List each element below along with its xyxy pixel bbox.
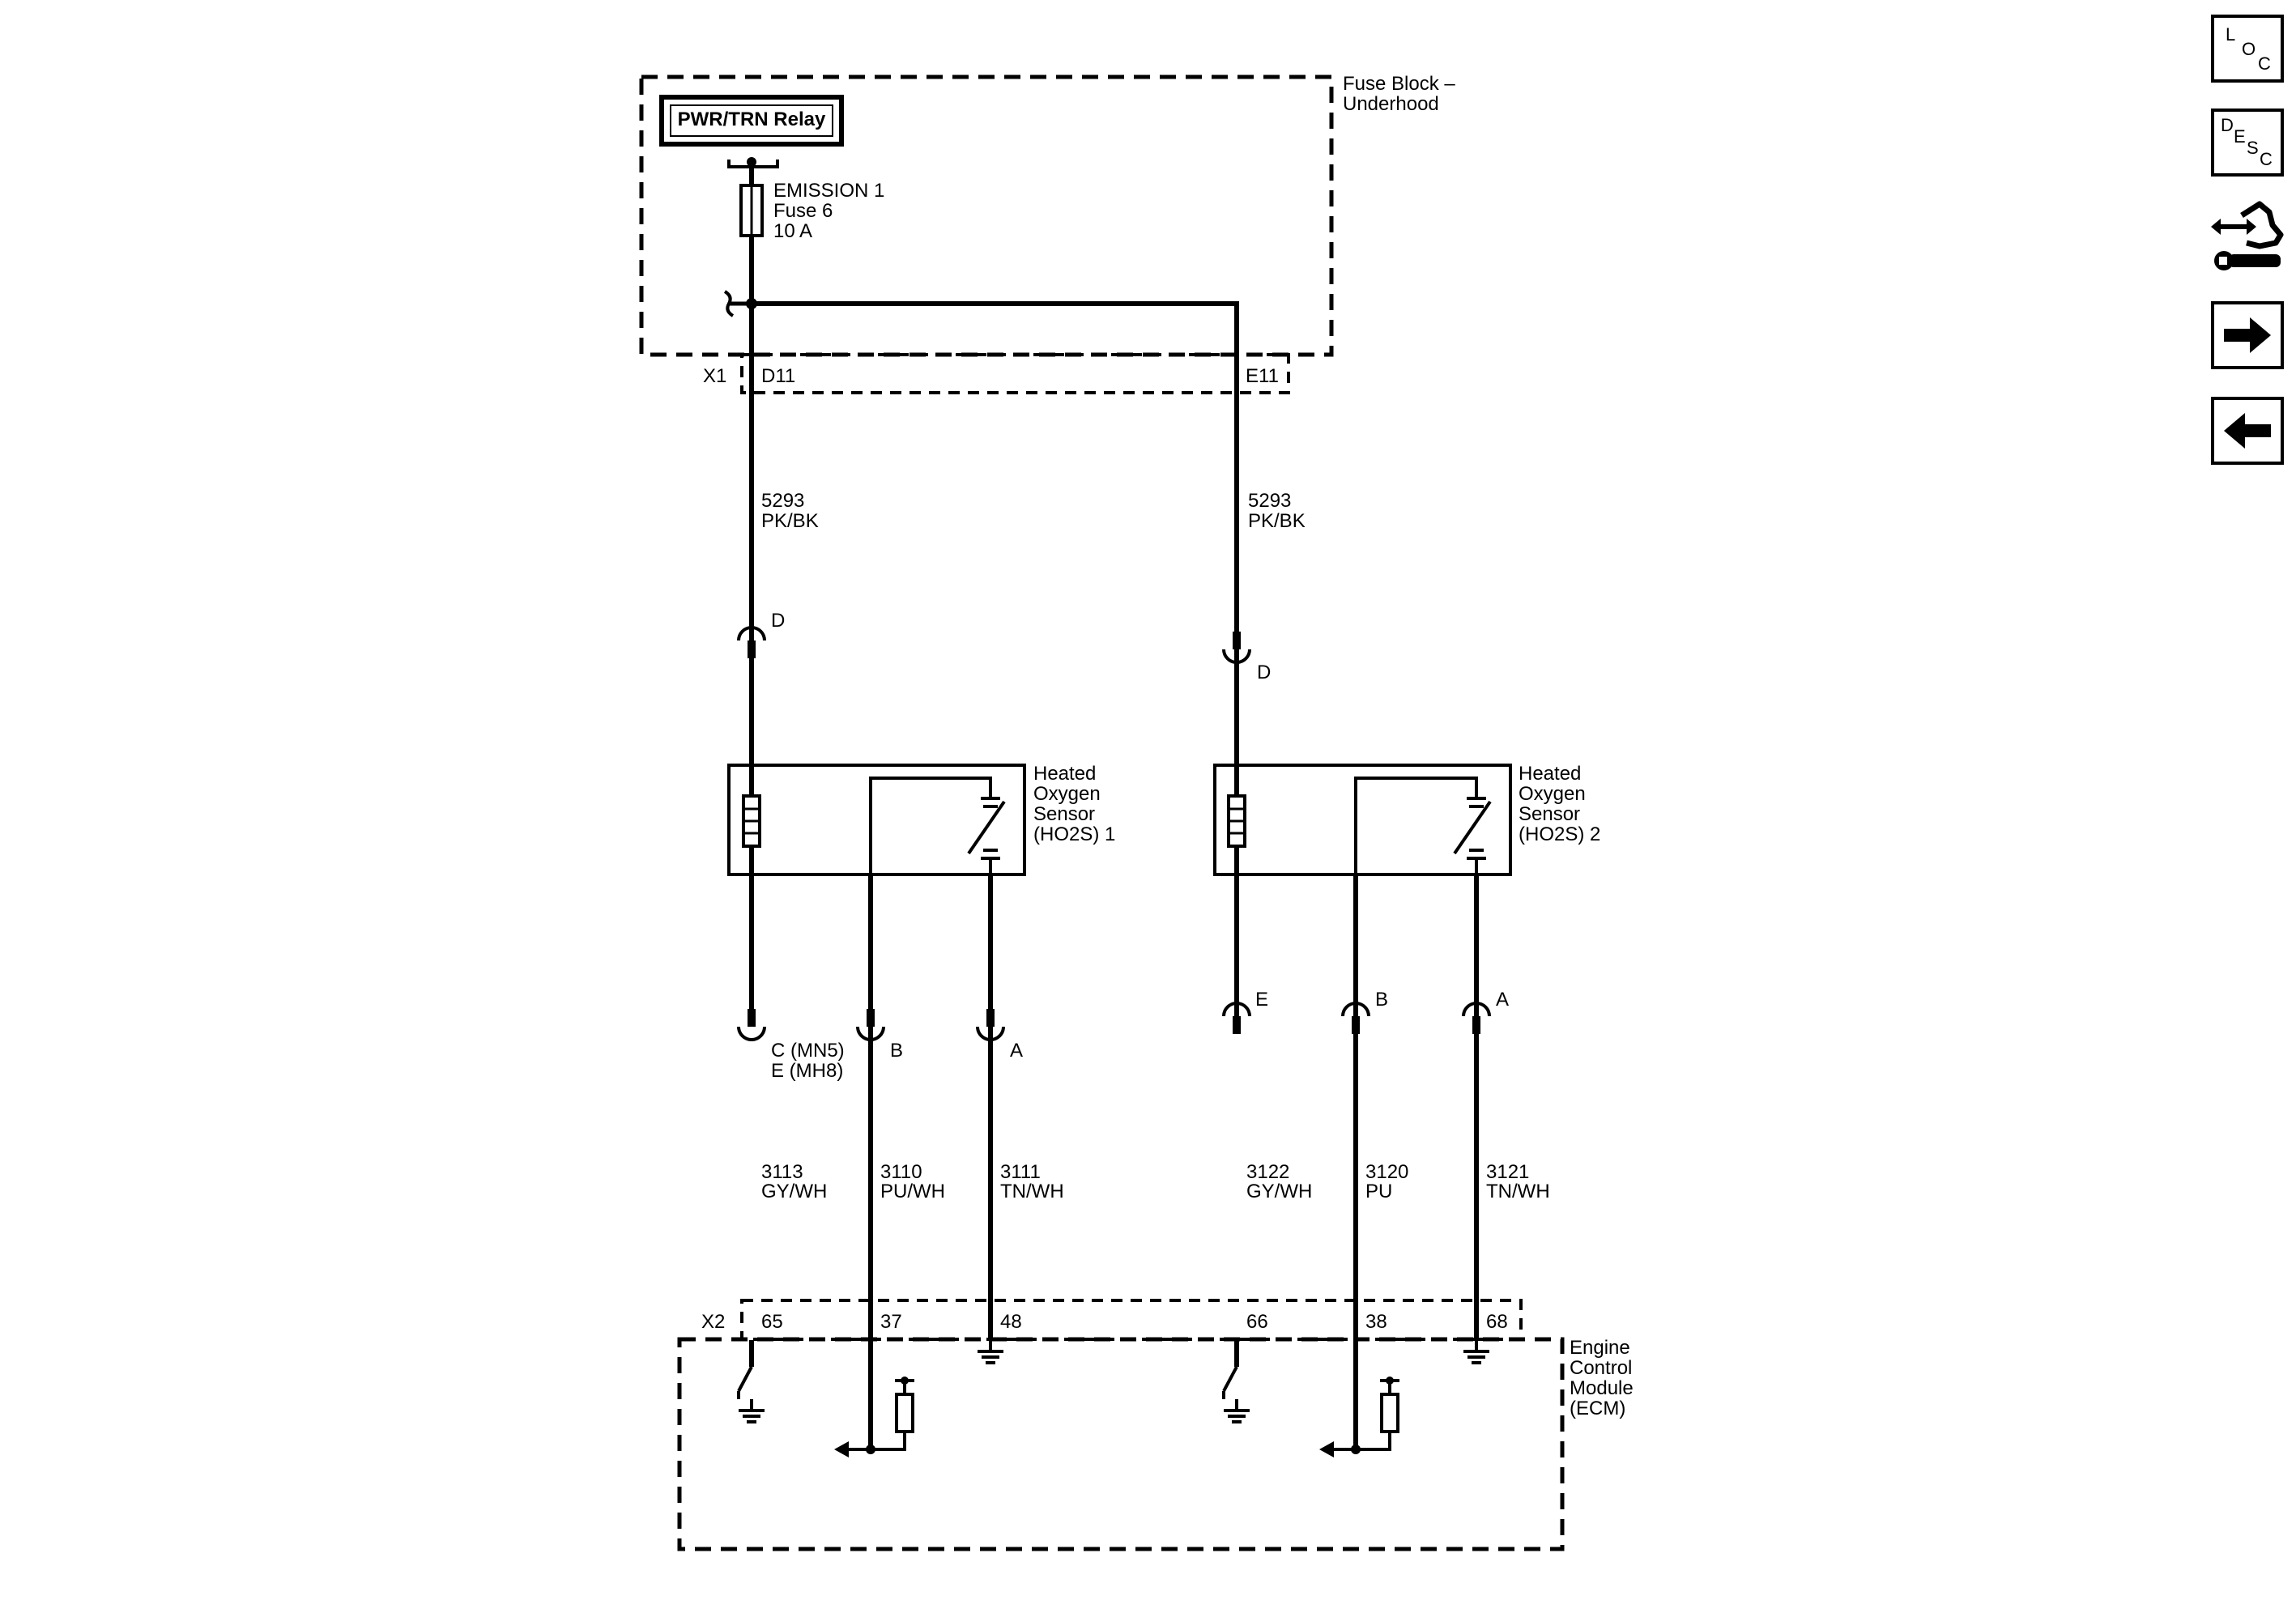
fuse-number: Fuse 6 [773, 200, 833, 222]
ground-icon [1222, 1398, 1251, 1423]
next-arrow-icon [2224, 317, 2271, 353]
ecm-pin-68: 68 [1486, 1311, 1508, 1333]
fuse-block-underhood: Fuse Block – Underhood PWR/TRN Relay EMI… [639, 73, 1455, 1016]
supply-wire-2-circuit: 5293 [1248, 490, 1291, 512]
sensor2-supply-connector: D [1222, 632, 1271, 683]
sensor2-signal-pin: B [1375, 989, 1388, 1011]
fuse-block-title-line2: Underhood [1343, 93, 1439, 115]
loc-button[interactable]: L O C [2211, 15, 2284, 83]
desc-letter-d: D [2221, 115, 2234, 135]
loc-letter-c: C [2258, 53, 2271, 74]
wire-3122-circuit: 3122 [1246, 1161, 1289, 1183]
pwr-trn-relay: PWR/TRN Relay [659, 95, 844, 147]
supply-wire-1-color: PK/BK [761, 510, 819, 532]
wire-3121-circuit: 3121 [1486, 1161, 1529, 1183]
sensor2-name-line3: Sensor [1519, 803, 1580, 825]
ecm-pin-38: 38 [1365, 1311, 1387, 1333]
ecm-name-line2: Control [1570, 1357, 1632, 1379]
supply-wire-2-color: PK/BK [1248, 510, 1306, 532]
previous-arrow-icon [2224, 413, 2271, 449]
sensor1-name-line2: Oxygen [1033, 783, 1101, 805]
sensor1-lower-connectors [737, 1009, 1005, 1041]
sensor2-name-line1: Heated [1519, 763, 1581, 785]
ground-icon [1462, 1338, 1491, 1364]
x2-connector: X2 65 37 48 66 38 68 [701, 1299, 1523, 1341]
previous-page-button[interactable] [2211, 397, 2284, 465]
ecm-bias-resistor-1 [895, 1393, 914, 1433]
sensor1-supply-pin: D [771, 610, 785, 632]
ground-icon [976, 1338, 1005, 1364]
sensor1-supply-connector: D [737, 610, 785, 658]
wire-3122-color: GY/WH [1246, 1181, 1312, 1202]
sensor1-heater-pin: C (MN5) [771, 1040, 845, 1062]
fuse-rating: 10 A [773, 220, 812, 242]
ecm-name-line4: (ECM) [1570, 1398, 1625, 1419]
sensor2-heater-pin: E [1255, 989, 1268, 1011]
wire-3120-circuit: 3120 [1365, 1161, 1408, 1183]
x2-label: X2 [701, 1311, 725, 1333]
sensor1-name-line4: (HO2S) 1 [1033, 823, 1115, 845]
sensor2-supply-pin: D [1257, 662, 1271, 683]
heated-oxygen-sensor-1 [727, 764, 1026, 876]
next-page-button[interactable] [2211, 301, 2284, 369]
ground-icon [737, 1398, 766, 1423]
sensor1-signal-pin: B [890, 1040, 903, 1062]
sensor1-name-line3: Sensor [1033, 803, 1095, 825]
sensor2-lower-connectors [1222, 1002, 1491, 1034]
ecm-pin-66: 66 [1246, 1311, 1268, 1333]
sensor1-low-pin: A [1010, 1040, 1023, 1062]
fuse-block-title-line1: Fuse Block – [1343, 73, 1455, 95]
ecm-name-line3: Module [1570, 1377, 1634, 1399]
pin-e11-label: E11 [1246, 365, 1279, 387]
desc-letter-c: C [2260, 149, 2273, 169]
ecm-pin-48: 48 [1000, 1311, 1022, 1333]
wire-3121-color: TN/WH [1486, 1181, 1550, 1202]
engine-control-module [677, 1337, 1565, 1551]
loc-letter-o: O [2242, 39, 2256, 59]
sensor2-name-line2: Oxygen [1519, 783, 1586, 805]
ecm-name-line1: Engine [1570, 1337, 1630, 1359]
sensor1-name-line1: Heated [1033, 763, 1096, 785]
ecm-bias-resistor-2 [1380, 1393, 1399, 1433]
supply-wire-1-circuit: 5293 [761, 490, 804, 512]
desc-letter-e: E [2234, 126, 2246, 147]
pin-d11-label: D11 [761, 365, 795, 387]
wire-3110-circuit: 3110 [880, 1161, 922, 1183]
ecm-pin-65: 65 [761, 1311, 783, 1333]
fuse-name: EMISSION 1 [773, 180, 884, 202]
heated-oxygen-sensor-2 [1213, 764, 1512, 876]
ecm-pin-37: 37 [880, 1311, 902, 1333]
sensor2-name-line4: (HO2S) 2 [1519, 823, 1600, 845]
sensor1-heater-pin-alt: E (MH8) [771, 1060, 843, 1082]
wire-3111-color: TN/WH [1000, 1181, 1064, 1202]
wire-3113-color: GY/WH [761, 1181, 827, 1202]
relay-label: PWR/TRN Relay [678, 109, 826, 130]
sensor2-low-pin: A [1496, 989, 1509, 1011]
x1-connector: X1 D11 E11 [703, 353, 1290, 394]
loc-letter-l: L [2226, 24, 2236, 45]
wire-3120-color: PU [1365, 1181, 1392, 1202]
desc-letter-s: S [2247, 138, 2259, 158]
wire-3111-circuit: 3111 [1000, 1161, 1041, 1183]
x1-label: X1 [703, 365, 726, 387]
connector-tool-button[interactable] [2209, 198, 2287, 279]
wire-3110-color: PU/WH [880, 1181, 945, 1202]
wire-3113-circuit: 3113 [761, 1161, 803, 1183]
desc-button[interactable]: D E S C [2211, 109, 2284, 177]
connector-tool-icon [2211, 201, 2284, 270]
